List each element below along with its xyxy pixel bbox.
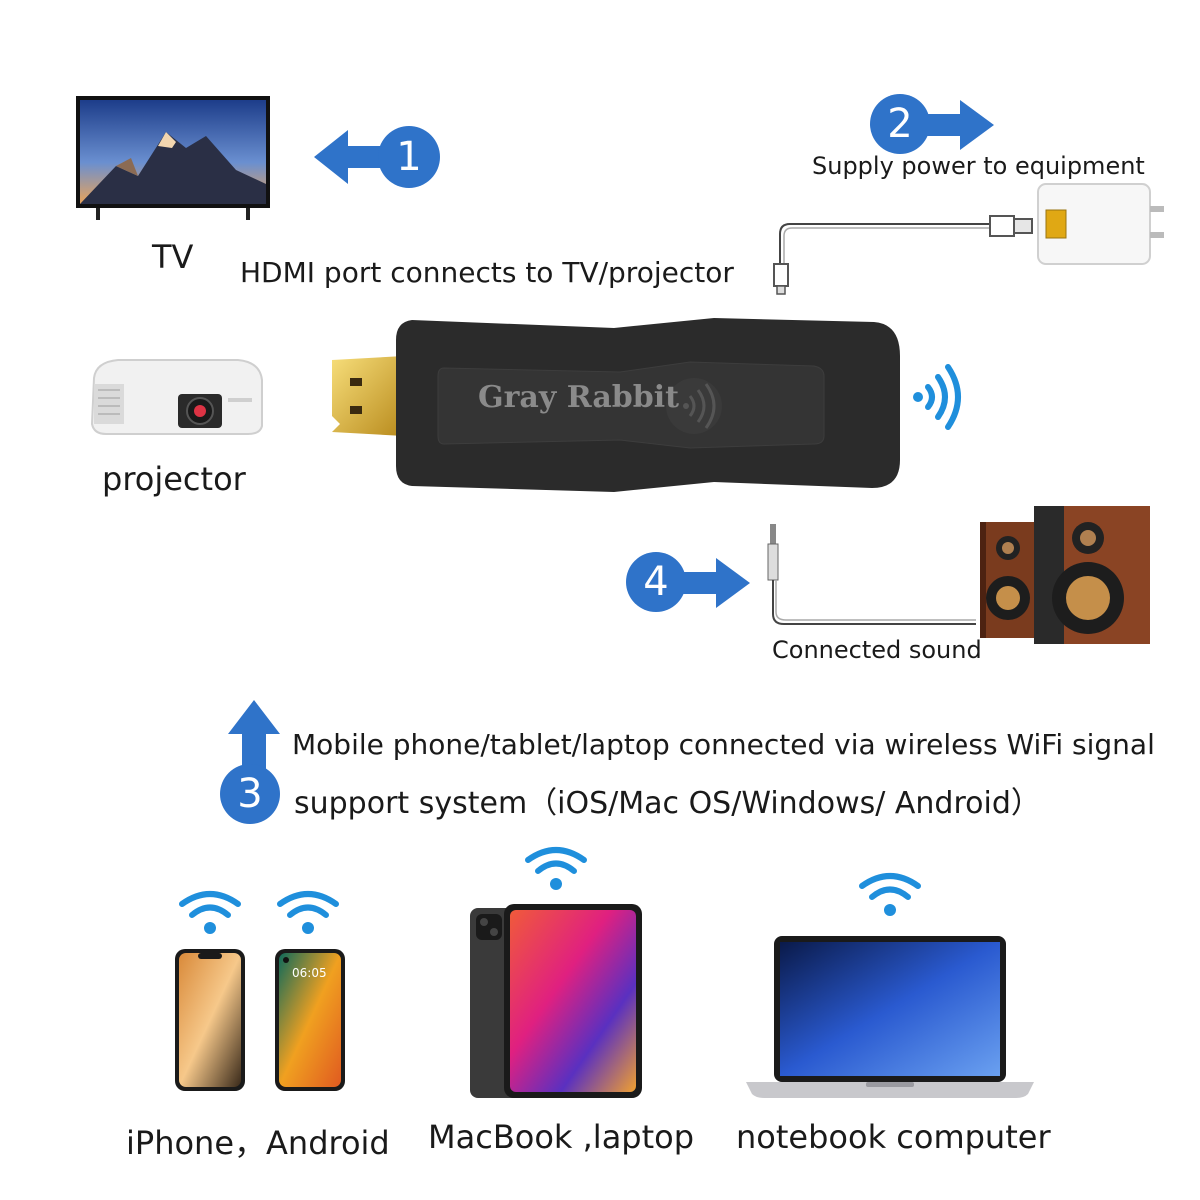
step-4-arrow — [676, 558, 752, 608]
step-1-badge: 1 — [378, 126, 440, 188]
tv-label: TV — [152, 238, 194, 276]
wifi-icon — [858, 872, 922, 918]
iphone-icon — [174, 948, 246, 1092]
audio-cable — [764, 520, 978, 632]
power-label: Supply power to equipment — [812, 152, 1145, 180]
wifi-icon — [524, 846, 588, 892]
dongle-body — [394, 316, 902, 492]
wifi-description-line-2: support system（iOS/Mac OS/Windows/ Andro… — [294, 786, 1041, 821]
step-3-badge: 3 — [220, 764, 280, 824]
hdmi-label: HDMI port connects to TV/projector — [240, 256, 734, 289]
android-phone-icon — [274, 948, 346, 1092]
device-caption-phones: iPhone，Android — [126, 1124, 390, 1162]
dongle-brand: Gray Rabbit — [478, 380, 680, 415]
device-caption-tablet: MacBook ,laptop — [428, 1118, 695, 1156]
speakers-icon — [976, 502, 1152, 648]
power-adapter-icon — [1036, 180, 1166, 266]
laptop-icon — [746, 934, 1034, 1100]
tv-icon — [76, 96, 270, 222]
hdmi-connector — [330, 352, 410, 440]
step-4-badge: 4 — [626, 552, 686, 612]
device-caption-laptop: notebook computer — [736, 1118, 1051, 1156]
step-1-arrow — [314, 126, 440, 188]
usb-cable — [770, 210, 1040, 296]
sound-label: Connected sound — [772, 636, 982, 664]
signal-icon — [912, 362, 964, 432]
tablet-icon — [470, 902, 644, 1100]
wifi-icon — [276, 890, 340, 936]
step-2-arrow — [920, 100, 996, 150]
projector-icon — [88, 356, 266, 438]
phone-clock: 06:05 — [292, 966, 327, 980]
step-3-arrow — [228, 700, 280, 790]
wifi-description-line-1: Mobile phone/tablet/laptop connected via… — [292, 728, 1155, 761]
wifi-icon — [178, 890, 242, 936]
projector-label: projector — [102, 460, 246, 498]
